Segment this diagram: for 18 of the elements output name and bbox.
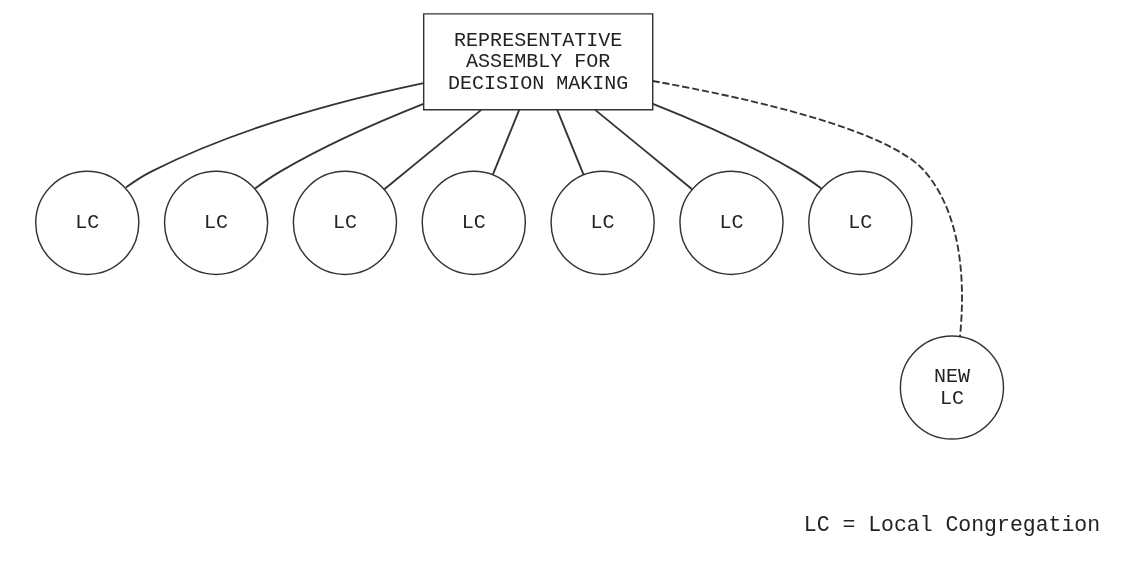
node-circle: LC xyxy=(679,170,784,276)
node-circle: LC xyxy=(808,170,913,276)
connector xyxy=(556,108,585,176)
node-box: REPRESENTATIVE ASSEMBLY FOR DECISION MAKING xyxy=(422,13,654,111)
node-circle: LC xyxy=(35,170,140,276)
node-circle: LC xyxy=(163,170,269,276)
node-circle: LC xyxy=(550,170,655,276)
label: LC = Local Congregation xyxy=(803,513,1101,538)
connector xyxy=(652,102,823,190)
connector xyxy=(491,108,521,176)
connector xyxy=(124,82,425,189)
connector xyxy=(651,80,963,338)
node-circle: NEW LC xyxy=(899,335,1005,440)
connector xyxy=(254,102,425,190)
node-circle: LC xyxy=(421,170,527,276)
connector xyxy=(594,108,693,191)
connector xyxy=(383,108,483,191)
node-circle: LC xyxy=(292,170,398,276)
